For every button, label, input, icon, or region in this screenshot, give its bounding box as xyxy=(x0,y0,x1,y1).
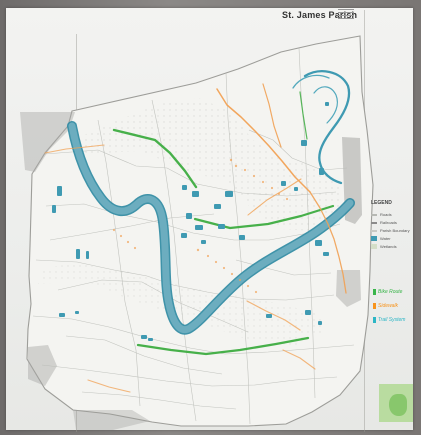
legend-label: Railroads xyxy=(380,220,397,225)
wetlands-swatch-icon xyxy=(371,244,377,249)
road-texture xyxy=(38,98,339,345)
hand-key-label: Sidewalk xyxy=(378,303,399,309)
legend-item-parish-boundary: Parish Boundary xyxy=(371,227,413,234)
legend-item-water: Water xyxy=(371,235,413,242)
bike-route-mark-icon xyxy=(373,289,376,295)
sidewalk-mark-icon xyxy=(373,303,376,309)
water-swatch-icon xyxy=(371,236,377,241)
legend-label: Parish Boundary xyxy=(380,228,410,233)
hand-key-sidewalk: Sidewalk xyxy=(373,299,413,313)
locator-map-icon xyxy=(379,384,413,422)
legend-item-wetlands: Wetlands xyxy=(371,243,413,250)
legend-title: LEGEND xyxy=(371,200,392,206)
trail-system-mark-icon xyxy=(373,317,376,323)
gray-outside-areas xyxy=(20,112,362,430)
hand-key-label: Bike Route xyxy=(378,289,403,295)
hand-key-label: Trail System xyxy=(378,317,406,323)
legend-label: Water xyxy=(380,236,391,241)
map-title: St. James Parish xyxy=(282,10,358,20)
legend-label: Roads xyxy=(380,212,392,217)
orange-routes xyxy=(44,83,347,393)
legend-panel: LEGEND Roads Railroads Parish Boundary W… xyxy=(371,200,413,251)
legend-label: Wetlands xyxy=(380,244,397,249)
hand-key-bike-route: Bike Route xyxy=(373,285,413,299)
handwritten-key: Bike Route Sidewalk Trail System xyxy=(373,285,413,327)
railroad-line-icon xyxy=(371,221,377,224)
locator-shape xyxy=(389,394,407,416)
road-line-icon xyxy=(371,213,377,216)
small-orange-points xyxy=(112,158,289,294)
hand-key-trail-system: Trail System xyxy=(373,313,413,327)
legend-item-roads: Roads xyxy=(371,211,413,218)
boundary-line-icon xyxy=(371,229,377,232)
teal-trail-marks xyxy=(52,102,329,341)
legend-item-railroads: Railroads xyxy=(371,219,413,226)
mississippi-river xyxy=(67,121,355,335)
title-block-lines xyxy=(338,9,354,21)
